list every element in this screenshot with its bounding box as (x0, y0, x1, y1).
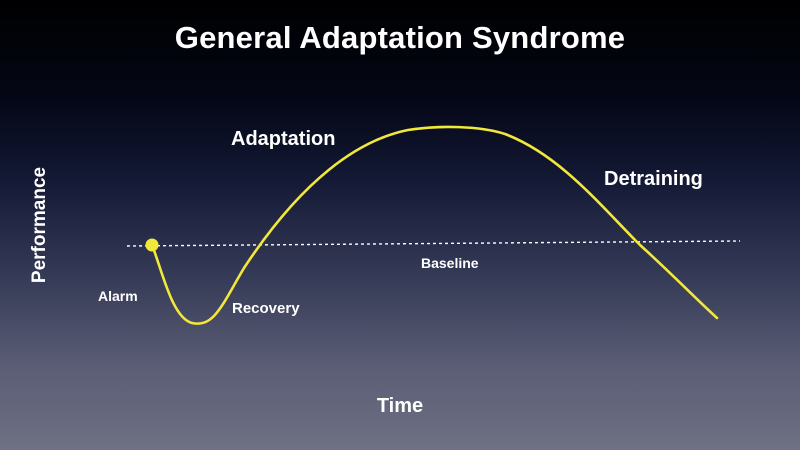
alarm-label: Alarm (98, 288, 138, 304)
performance-curve (150, 125, 719, 325)
y-axis-label: Performance (29, 166, 50, 284)
adaptation-label: Adaptation (231, 128, 336, 150)
detraining-label: Detraining (604, 168, 703, 190)
x-axis-label: Time (376, 395, 424, 417)
baseline-line (126, 240, 741, 247)
baseline-label: Baseline (421, 255, 479, 271)
alarm-point-marker (145, 238, 159, 252)
slide-title: General Adaptation Syndrome (174, 20, 626, 55)
recovery-label: Recovery (232, 300, 300, 317)
